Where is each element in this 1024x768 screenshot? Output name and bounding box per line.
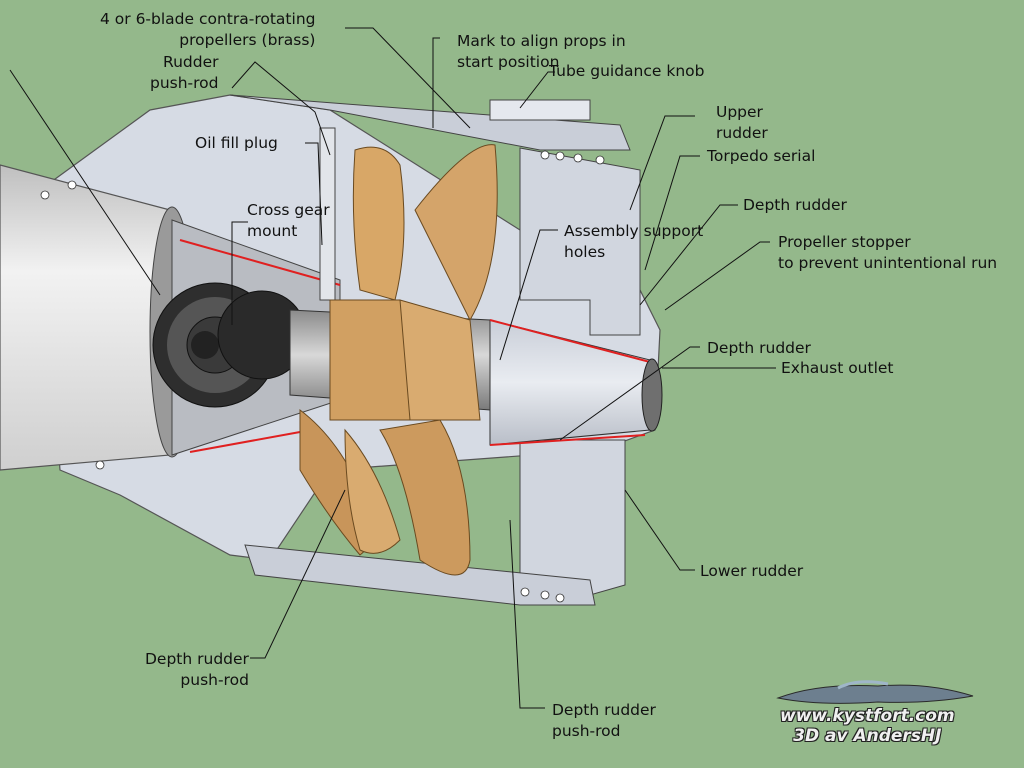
label-rudder-pushrod-line2: push-rod	[150, 74, 219, 92]
screws	[40, 150, 605, 603]
label-mark-align: Mark to align props in start position	[457, 31, 626, 73]
label-propeller-stopper-line1: Propeller stopper	[778, 233, 911, 251]
label-propellers: 4 or 6-blade contra-rotating propellers …	[100, 9, 315, 51]
rear-propeller	[379, 144, 498, 576]
label-oil-fill: Oil fill plug	[195, 134, 278, 152]
label-upper-rudder-line2: rudder	[716, 124, 768, 142]
label-propeller-stopper: Propeller stopper to prevent unintention…	[778, 232, 997, 274]
label-depth-pushrod-bottom-line2: push-rod	[552, 722, 621, 740]
label-depth-pushrod-left: Depth rudder push-rod	[145, 649, 249, 691]
label-depth-pushrod-left-line2: push-rod	[180, 671, 249, 689]
label-cross-gear-line1: Cross gear	[247, 201, 330, 219]
label-exhaust: Exhaust outlet	[781, 359, 894, 377]
tube-guidance-knob	[489, 99, 591, 121]
label-depth-rudder-mid: Depth rudder	[707, 339, 811, 357]
watermark-logo-icon	[776, 680, 974, 704]
label-propeller-stopper-line2: to prevent unintentional run	[778, 254, 998, 272]
cutaway-edge-top	[179, 239, 341, 286]
torpedo-tube	[0, 164, 171, 471]
label-depth-pushrod-left-line1: Depth rudder	[145, 650, 249, 668]
leader-lines	[9, 27, 776, 709]
cutaway-edge-bottom	[189, 431, 301, 453]
lower-rudder	[519, 439, 626, 596]
label-rudder-pushrod-line1: Rudder	[163, 53, 219, 71]
label-propellers-line2: propellers (brass)	[179, 31, 316, 49]
watermark-author: 3D av AndersHJ	[793, 726, 942, 746]
label-depth-pushrod-bottom-line1: Depth rudder	[552, 701, 656, 719]
label-propellers-line1: 4 or 6-blade contra-rotating	[100, 10, 316, 28]
label-cross-gear-line2: mount	[247, 222, 298, 240]
label-mark-align-line1: Mark to align props in	[457, 32, 626, 50]
label-assembly-support-line2: holes	[564, 243, 606, 261]
watermark: www.kystfort.com 3D av AndersHJ	[776, 680, 974, 746]
watermark-url: www.kystfort.com	[780, 706, 955, 726]
label-assembly-support: Assembly support holes	[564, 221, 703, 263]
label-depth-rudder-top: Depth rudder	[743, 196, 847, 214]
label-rudder-pushrod: Rudder push-rod	[150, 52, 219, 94]
label-lower-rudder: Lower rudder	[700, 562, 804, 580]
upper-rudder	[519, 147, 641, 336]
label-torpedo-serial: Torpedo serial	[707, 147, 816, 165]
label-assembly-support-line1: Assembly support	[564, 222, 704, 240]
label-depth-pushrod-bottom: Depth rudder push-rod	[552, 700, 656, 742]
label-cross-gear: Cross gear mount	[247, 200, 330, 242]
front-propeller	[299, 146, 411, 556]
lower-frame	[244, 544, 596, 606]
exhaust-outlet-ring	[641, 358, 663, 432]
label-tube-guidance: Tube guidance knob	[549, 62, 705, 80]
label-upper-rudder: Upper rudder	[716, 102, 768, 144]
label-mark-align-line2: start position	[457, 53, 560, 71]
label-upper-rudder-line1: Upper	[716, 103, 763, 121]
cross-gear	[152, 282, 307, 408]
